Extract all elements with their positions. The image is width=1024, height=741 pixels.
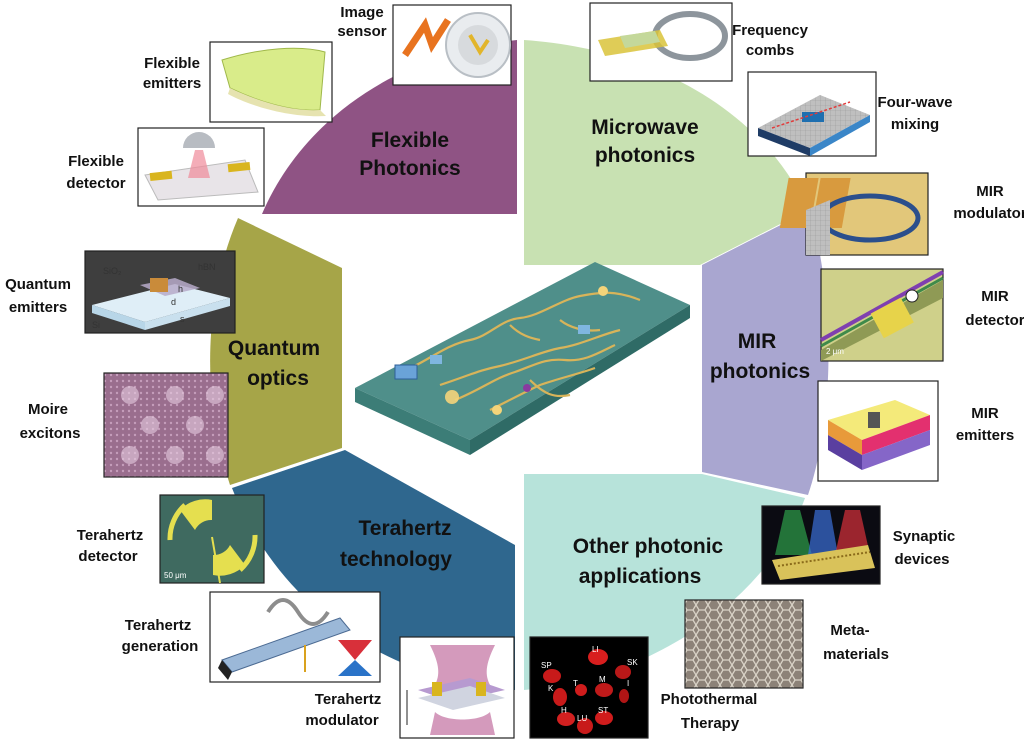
organ-label-t: T — [573, 679, 578, 688]
si-label: Si — [92, 320, 100, 330]
image-sensor-panel — [392, 4, 512, 86]
flexible-detector-label-line1: Flexible — [68, 153, 124, 170]
flexible-title-line1: Flexible — [371, 129, 449, 152]
segment-mir-photonics — [702, 210, 829, 495]
organ-label-h: H — [561, 706, 567, 715]
metamaterials-panel — [684, 599, 804, 689]
other-title-line1: Other photonic — [573, 535, 724, 558]
terahertz-detector-label-line1: Terahertz — [77, 527, 143, 544]
synaptic-devices-label-line2: devices — [894, 551, 949, 568]
quantum-emitters-label-line1: Quantum — [5, 276, 71, 293]
organ-label-k: K — [548, 684, 554, 693]
organ-label-i: I — [627, 679, 629, 688]
frequency-combs-label-line2: combs — [746, 42, 794, 59]
terahertz-title-line1: Terahertz — [359, 517, 452, 540]
metamaterials-label-line1: Meta- — [830, 622, 869, 639]
microwave-title-line2: photonics — [595, 144, 695, 167]
photothermal-label-line2: Therapy — [681, 715, 740, 732]
flexible-detector-label-line2: detector — [66, 175, 125, 192]
terahertz-modulator-label-line2: modulator — [305, 712, 378, 729]
image-sensor-label-line2: sensor — [337, 23, 386, 40]
mir-emitters-label-line1: MIR — [971, 405, 999, 422]
terahertz-modulator-label-line1: Terahertz — [315, 691, 381, 708]
mir-modulator-label-line1: MIR — [976, 183, 1004, 200]
central-photonic-chip — [355, 262, 690, 455]
d-label: d — [171, 297, 176, 307]
terahertz-modulator-panel — [399, 636, 515, 739]
flexible-detector-panel — [137, 127, 265, 207]
segment-quantum-optics — [210, 218, 342, 485]
mir-title-line2: photonics — [710, 360, 810, 383]
quantum-emitters-label-line2: emitters — [9, 299, 67, 316]
mir-title-line1: MIR — [738, 330, 777, 353]
mir-detector-panel: 2 μm — [820, 268, 944, 362]
organ-label-st: ST — [598, 706, 608, 715]
flexible-emitters-label-line1: Flexible — [144, 55, 200, 72]
mir-detector-label-line1: MIR — [981, 288, 1009, 305]
organ-label-m: M — [599, 675, 606, 684]
h-label: h — [178, 284, 183, 294]
segment-terahertz-technology — [232, 450, 515, 690]
four-wave-mixing-panel — [747, 71, 877, 157]
s-label: s — [180, 314, 185, 324]
image-sensor-label-line1: Image — [340, 4, 383, 21]
segment-microwave-photonics — [524, 40, 808, 265]
frequency-combs-panel — [589, 2, 733, 82]
terahertz-detector-panel: 50 μm — [159, 494, 265, 584]
moire-excitons-label-line2: excitons — [20, 425, 81, 442]
moire-excitons-label-line1: Moire — [28, 401, 68, 418]
flexible-emitters-panel — [209, 41, 333, 123]
terahertz-detector-label-line2: detector — [78, 548, 137, 565]
hbn-label: hBN — [198, 262, 216, 272]
metamaterials-label-line2: materials — [823, 646, 889, 663]
terahertz-scale-bar: 50 μm — [164, 571, 187, 580]
flexible-emitters-label-line2: emitters — [143, 75, 201, 92]
flexible-title-line2: Photonics — [359, 157, 461, 180]
terahertz-title-line2: technology — [340, 548, 452, 571]
quantum-title-line2: optics — [247, 367, 309, 390]
sio2-label: SiO₂ — [103, 266, 122, 276]
photothermal-label-line1: Photothermal — [661, 691, 758, 708]
photothermal-therapy-panel: LI SP SK K T M I H LU ST — [529, 636, 649, 739]
mir-modulator-label-line2: modulator — [953, 205, 1024, 222]
mir-modulator-panel — [779, 172, 929, 256]
mir-detector-label-line2: detector — [965, 312, 1024, 329]
quantum-emitters-panel: SiO₂ hBN h d s Si — [84, 250, 236, 334]
organ-label-li: LI — [592, 645, 599, 654]
mir-emitters-label-line2: emitters — [956, 427, 1014, 444]
quantum-title-line1: Quantum — [228, 337, 320, 360]
organ-label-sp: SP — [541, 661, 552, 670]
other-title-line2: applications — [579, 565, 702, 588]
four-wave-mixing-label-line1: Four-wave — [877, 94, 952, 111]
microwave-title-line1: Microwave — [591, 116, 698, 139]
synaptic-devices-label-line1: Synaptic — [893, 528, 956, 545]
mir-scale-bar: 2 μm — [826, 347, 844, 356]
organ-label-lu: LU — [577, 714, 587, 723]
mir-emitters-panel — [817, 380, 939, 482]
frequency-combs-label-line1: Frequency — [732, 22, 809, 39]
terahertz-generation-label-line2: generation — [122, 638, 199, 655]
terahertz-generation-panel — [209, 591, 381, 683]
moire-excitons-panel — [103, 372, 229, 478]
terahertz-generation-label-line1: Terahertz — [125, 617, 191, 634]
organ-label-sk: SK — [627, 658, 638, 667]
segment-other-applications — [524, 474, 805, 690]
synaptic-devices-panel — [761, 505, 881, 585]
four-wave-mixing-label-line2: mixing — [891, 116, 939, 133]
